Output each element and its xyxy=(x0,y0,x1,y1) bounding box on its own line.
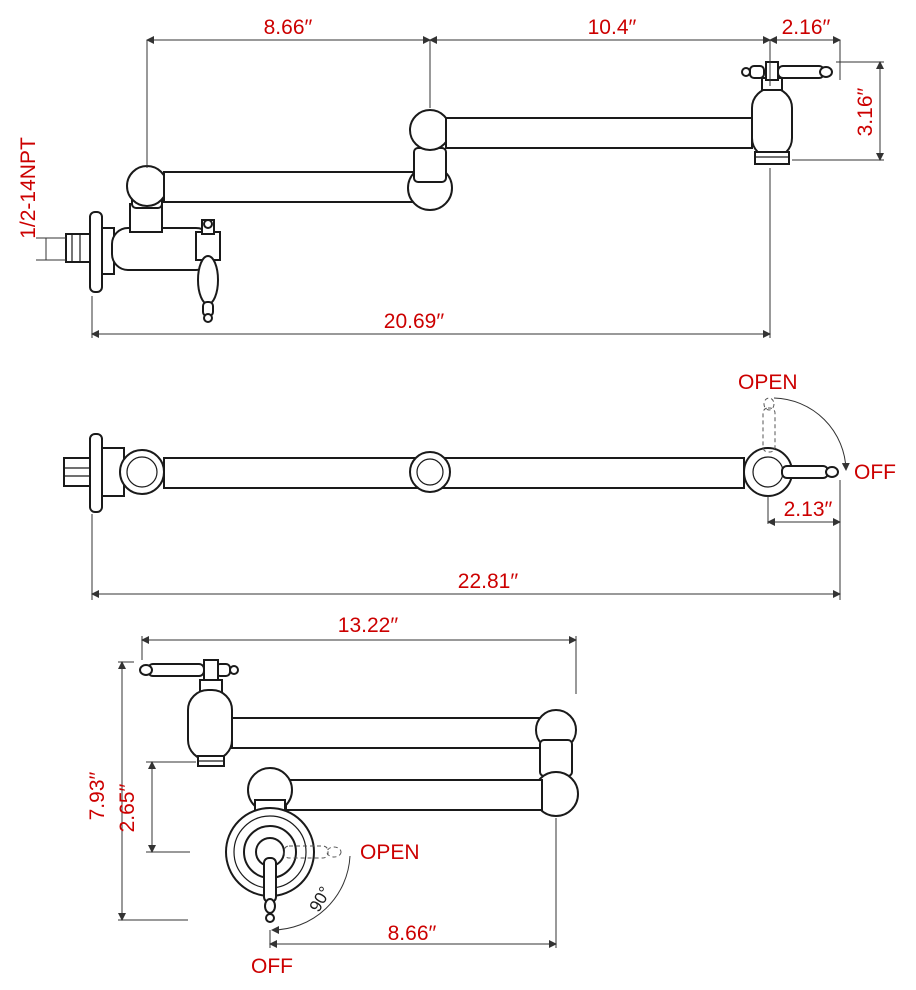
folded-wall-flange xyxy=(225,807,315,897)
side-thread-spec: 1/2-14NPT xyxy=(17,137,40,239)
folded-view: 13.22′′ 7.93′′ 2.65′′ OPEN 90° 8.66′′ OF… xyxy=(86,614,579,978)
folded-spout-handle xyxy=(139,659,239,681)
top-middle-joint xyxy=(409,451,451,493)
top-handle-open-position xyxy=(762,397,776,453)
side-valve-height-dimension: 3.16′′ xyxy=(854,88,877,137)
top-open-label: OPEN xyxy=(738,371,798,394)
side-spout-valve xyxy=(751,61,793,165)
folded-handle-open-position xyxy=(283,845,342,859)
top-wall-inlet xyxy=(63,433,125,513)
side-valve-width-dimension: 2.16′′ xyxy=(782,16,831,39)
top-total-length-dimension: 22.81′′ xyxy=(458,570,518,593)
folded-arm-length-dimension: 8.66′′ xyxy=(388,922,437,945)
folded-end-joint xyxy=(533,709,579,817)
side-dimension-lines xyxy=(36,36,884,338)
folded-spout-valve xyxy=(187,679,233,767)
side-arm-1 xyxy=(163,171,415,203)
folded-length-dimension: 13.22′′ xyxy=(338,614,398,637)
folded-angle-label: 90° xyxy=(306,883,335,915)
folded-handle-off-position xyxy=(263,857,277,923)
folded-total-height-dimension: 7.93′′ xyxy=(86,772,109,821)
side-valve-handle xyxy=(195,219,221,323)
top-off-label: OFF xyxy=(854,461,896,484)
side-elbow-1 xyxy=(126,165,168,207)
top-handle-dimension: 2.13′′ xyxy=(784,498,833,521)
folded-rotation-arc xyxy=(271,855,351,935)
side-arm-2 xyxy=(445,117,753,149)
folded-upper-arm xyxy=(231,717,543,749)
folded-lower-arm xyxy=(285,779,543,811)
folded-open-label: OPEN xyxy=(360,841,420,864)
folded-off-label: OFF xyxy=(251,955,293,978)
top-handle-off-position xyxy=(781,465,839,479)
top-rotation-arc xyxy=(773,397,850,471)
folded-arm-offset-dimension: 2.65′′ xyxy=(116,784,139,833)
side-total-length-dimension: 20.69′′ xyxy=(384,310,444,333)
side-view: 8.66′′ 10.4′′ 2.16′′ 3.16′′ 1/2-14NPT 20… xyxy=(17,16,884,338)
side-arm2-dimension: 10.4′′ xyxy=(588,16,637,39)
side-middle-joint xyxy=(407,109,453,211)
side-spout-handle xyxy=(741,65,833,79)
top-arm xyxy=(163,457,745,489)
top-valve-elbow xyxy=(119,449,165,495)
side-wall-inlet xyxy=(65,211,115,293)
side-arm1-dimension: 8.66′′ xyxy=(264,16,313,39)
top-view: OPEN OFF 2.13′′ 22.81′′ xyxy=(63,371,896,600)
